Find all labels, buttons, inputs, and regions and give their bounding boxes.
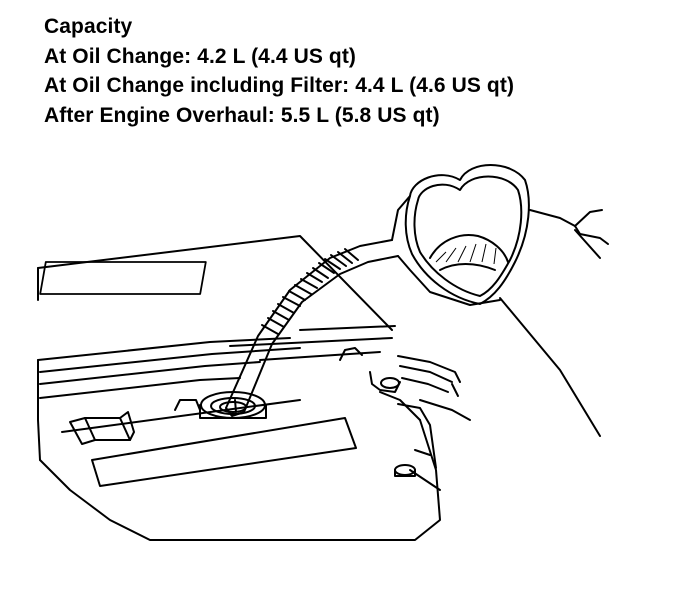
funnel-flexible-tube [226,240,398,416]
capacity-after-overhaul: After Engine Overhaul: 5.5 L (5.8 US qt) [44,103,440,127]
engine-cover [38,236,470,540]
capacity-oil-change-with-filter: At Oil Change including Filter: 4.4 L (4… [44,74,515,97]
oil-container-edge [500,210,608,436]
oil-hatching [436,244,496,264]
capacity-heading: Capacity [44,15,133,38]
capacity-oil-change: At Oil Change: 4.2 L (4.4 US qt) [44,44,357,68]
capacity-specifications: Capacity At Oil Change: 4.2 L (4.4 US qt… [44,12,664,130]
oil-fill-illustration [0,150,688,594]
funnel-cone [392,165,529,305]
